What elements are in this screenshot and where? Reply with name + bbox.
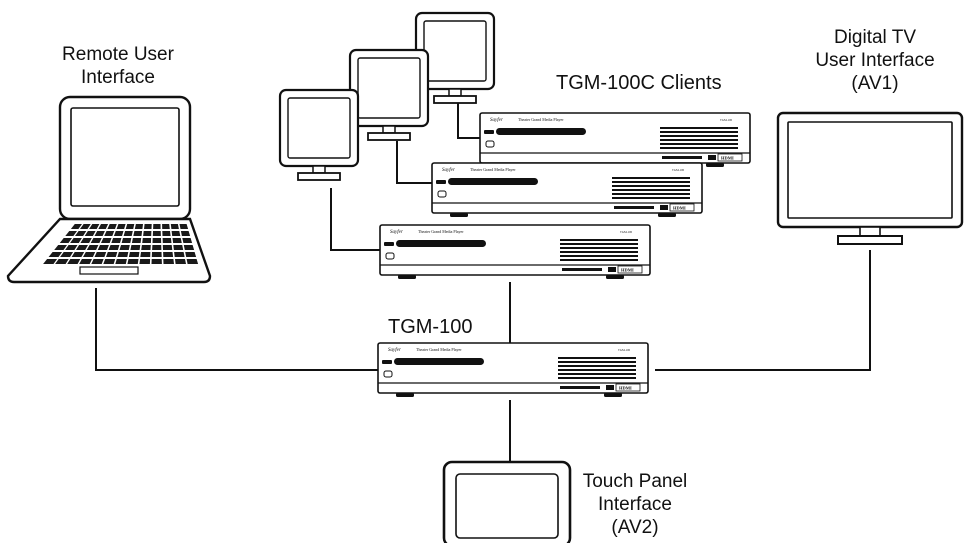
cable-server-tv (655, 250, 871, 371)
client-monitor-2 (348, 48, 430, 142)
digital-tv-label: Digital TV User Interface (AV1) (800, 26, 950, 95)
laptop-device (6, 95, 212, 284)
digital-tv-label-line-2: User Interface (815, 50, 935, 71)
touch-panel-label: Touch Panel Interface (AV2) (580, 470, 690, 539)
touch-panel-label-line-3: (AV2) (611, 517, 659, 538)
touch-panel-label-line-1: Touch Panel (582, 471, 688, 492)
remote-user-label: Remote User Interface (48, 43, 188, 89)
client-player-3 (479, 112, 751, 168)
client-player-2 (431, 162, 703, 218)
touch-panel-device (442, 460, 572, 548)
client-monitor-1 (278, 88, 360, 182)
clients-label: TGM-100C Clients (556, 72, 722, 94)
server-player (377, 342, 649, 398)
digital-tv-label-line-3: (AV1) (851, 73, 899, 94)
touch-panel-label-line-2: Interface (598, 494, 672, 515)
cable-monitor-1 (330, 188, 380, 251)
client-player-1 (379, 224, 651, 280)
cables (95, 78, 871, 462)
server-label: TGM-100 (388, 316, 473, 338)
cable-laptop-server (95, 288, 378, 371)
digital-tv-label-line-1: Digital TV (833, 27, 916, 48)
digital-tv-device (776, 111, 964, 245)
remote-user-label-line-2: Interface (81, 67, 155, 88)
remote-user-label-line-1: Remote User (62, 44, 174, 65)
cable-monitor-2 (396, 141, 434, 184)
